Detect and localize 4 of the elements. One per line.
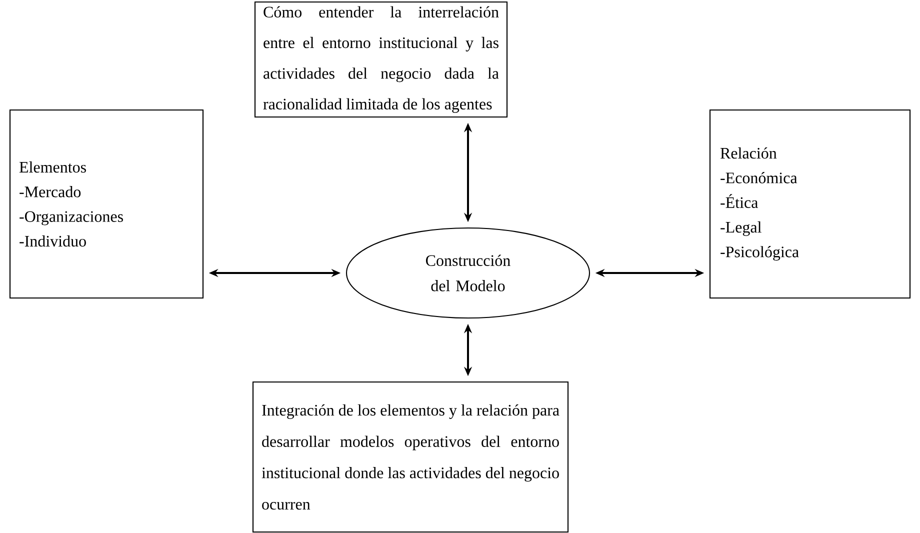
list-box: Relación -Económica -Ética -Legal -Psicológica (709, 109, 911, 299)
integration-box: Integración de los elementos y la relación para desarrollar modelos operativos del entorno institucional donde las actividades del negocio ocurren (252, 381, 569, 533)
question-box: Cómo entender la interrelación entre el entorno institucional y las actividades del negocio dada la racionalidad limitada de los agentes (254, 1, 508, 118)
list-box: Elementos -Mercado -Organizaciones -Individuo (9, 109, 204, 299)
